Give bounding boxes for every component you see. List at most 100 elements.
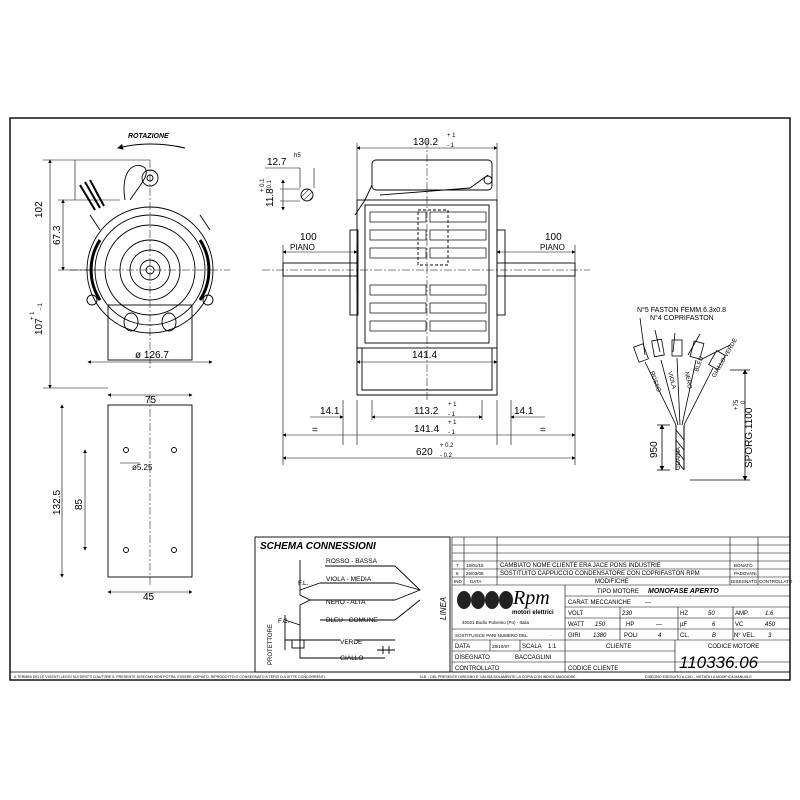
tipo-motore-value: MONOFASE APERTO [648,588,719,595]
side-view-dimensions [282,143,576,465]
wire-nero-alta: NERO - ALTA [326,599,366,606]
vel-label: N° VEL. [734,633,756,639]
label-linea: LINEA [439,597,448,620]
rev-6-date: 26/03/08 [466,571,484,576]
guaina-label: GUAINA [676,447,682,470]
dim-130-2-tol-m: - 1 [447,143,455,149]
piano-right: PIANO [540,243,565,252]
dim-100-right: 100 [545,232,562,243]
dim-14-1-right: 14.1 [514,406,534,417]
uf-value: 6 [712,622,716,628]
dim-eq-left: = [312,425,318,436]
wire-rosso-bassa: ROSSO - BASSA [326,558,378,565]
dim-107-tol-p: + 1 [30,311,36,320]
codice-cliente-label: CODICE CLIENTE [568,666,618,672]
cl-label: CL. [680,633,690,639]
sostituisce-value: - [550,633,552,638]
scala-label: SCALA [522,644,542,650]
label-fl: F.L. [298,580,309,587]
rev-6-text: SOSTITUITO CAPPUCCIO CONDENSATORE CON CO… [500,571,700,577]
dim-620: 620 [416,447,433,458]
dim-h5: h5 [294,153,301,159]
dim-11-8-tol-m: - 0.1 [267,179,273,192]
disegnato-label: DISEGNATO [455,655,490,661]
poli-value: 4 [658,633,662,639]
dim-620-tol-p: + 0.2 [440,443,454,449]
dim-dia-5-25: ø5.25 [132,463,153,472]
rev-7-drawn: BONATO [734,563,753,568]
watt-value: 150 [595,622,606,628]
rev-6-num: 6 [456,571,459,576]
dim-113-2: 113.2 [414,406,439,417]
data-label: DATA [455,644,470,650]
dim-100-left: 100 [300,232,317,243]
wire-viola-media: VIOLA - MEDIA [326,576,372,583]
dim-130-2-tol-p: + 1 [447,133,456,139]
vc-label: VC [735,622,744,628]
codice-motore-label: CODICE MOTORE [708,644,759,650]
wire-color-viola: VIOLA [666,371,676,390]
dim-107: 107 [34,318,45,335]
company-logo [457,591,513,609]
giri-label: GIRI [568,633,581,639]
footer-note: N.B. - DEL PRESENTE DISEGNO E' VALIDA SO… [420,675,577,679]
giri-value: 1380 [593,633,607,639]
dim-132-5: 132.5 [52,490,63,515]
scala-value: 1:1 [548,644,557,650]
poli-label: POLI [624,633,638,639]
label-fc: F.C. [278,618,290,625]
rev-header-date: DATA [470,579,481,584]
dim-75: 75 [145,395,157,406]
cable-detail [633,317,750,481]
volt-label: VOLT [568,611,584,617]
rev-header-drawn: DISEGNATO [731,579,758,584]
dim-113-2-tol-m: - 1 [448,412,456,418]
rev-header-checked: CONTROLLATO [759,579,793,584]
dim-620-tol-m: - 0.2 [440,453,453,459]
wire-color-nero: NERO [683,371,692,389]
wire-giallo: GIALLO [340,655,363,662]
hz-value: 50 [708,611,715,617]
dim-102: 102 [34,201,45,218]
wire-color-giallo-verde: GIALLO-VERDE [712,338,739,379]
dim-950: 950 [649,441,660,458]
carat-value: — [645,600,651,606]
dim-11-8-tol-p: + 0.1 [260,178,266,192]
disegnato-value: BACCAGLINI [515,655,552,661]
rev-header-text: MODIFICHE [595,579,629,585]
vel-value: 3 [768,633,772,639]
dim-45: 45 [143,592,155,603]
dim-141-4-lower: 141.4 [414,424,439,435]
wire-verde: VERDE [340,639,363,646]
controllato-label: CONTROLLATO [455,666,500,672]
label-protettore: PROTETTORE [268,624,274,665]
dim-85: 85 [74,498,85,510]
faston-note: N°5 FASTON FEMM.6.3x0.8 [637,306,726,314]
company-sub: motori elettrici [512,610,554,616]
dim-dia-126-7: ø 126.7 [135,350,169,361]
front-view-dimensions [43,159,213,594]
dim-141-4-upper: 141.4 [412,350,437,361]
amp-value: 1.6 [765,611,774,617]
dim-113-2-tol-p: + 1 [448,402,457,408]
schema-title: SCHEMA CONNESSIONI [260,541,376,552]
front-view [70,143,230,585]
drawing-frame [9,117,791,681]
wire-bleu-comune: BLEU - COMUNE [326,617,378,624]
company-address: 40021 Bodio Pulveino (Po) - Italia [462,620,530,625]
dim-107-tol-m: - 1 [38,302,44,310]
sporg-tol-p: +75 [734,399,740,410]
volt-value: 230 [621,611,633,617]
coprifaston-note: N°4 COPRIFASTON [650,314,714,322]
footer-copyright: A TERMINI DELLE VIGENTI LEGGI SUI DIRITT… [14,675,326,679]
shaft-section [265,167,315,211]
cliente-label: CLIENTE [606,644,631,650]
connection-schema-box [254,536,451,673]
cl-value: B [712,633,716,639]
rev-6-drawn: PADOVANI [734,571,757,576]
vc-value: 450 [765,622,776,628]
sostituisce-label: SOSTITUISCE PARI NUMERO DEL [455,633,528,638]
hz-label: HZ [680,611,688,617]
uf-label: µF [680,622,687,628]
title-block-grid [451,536,791,673]
